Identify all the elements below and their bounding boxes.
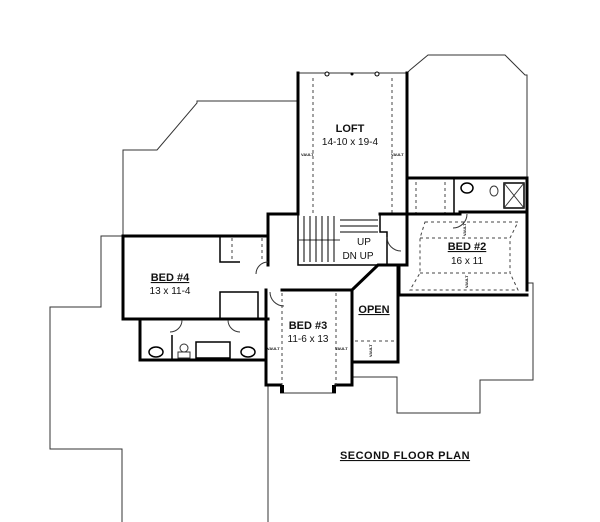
- loft-size: 14-10 x 19-4: [322, 137, 379, 148]
- vault-label: VAULT: [301, 152, 314, 157]
- bed-2-label: BED #2: [448, 241, 487, 253]
- vault-label: VAULT: [391, 152, 404, 157]
- bed-3-label: BED #3: [289, 320, 328, 332]
- open-area: [349, 263, 400, 364]
- vault-label: VAULT: [464, 275, 469, 288]
- staircase: [266, 212, 409, 267]
- bed-4-size: 13 x 11-4: [150, 286, 191, 297]
- bed-4-label: BED #4: [151, 272, 190, 284]
- bed-2-size: 16 x 11: [451, 256, 483, 267]
- vault-label: VAULT: [462, 223, 467, 236]
- vault-label: VAULT: [335, 346, 348, 351]
- vault-label: VAULT: [368, 344, 373, 357]
- stairs-dn-up-label: DN UP: [342, 251, 373, 262]
- plan-title: SECOND FLOOR PLAN: [340, 450, 470, 462]
- bed-3-size: 11-6 x 13: [288, 334, 329, 345]
- bed-3-room: [264, 288, 354, 394]
- loft-room: [296, 71, 409, 216]
- bed-4-room: [121, 234, 270, 321]
- loft-label: LOFT: [336, 123, 365, 135]
- vault-label: VAULT: [267, 346, 280, 351]
- open-label: OPEN: [358, 304, 389, 316]
- bath-4: [138, 317, 267, 362]
- stairs-up-label: UP: [357, 237, 371, 248]
- bath-2: [405, 176, 529, 292]
